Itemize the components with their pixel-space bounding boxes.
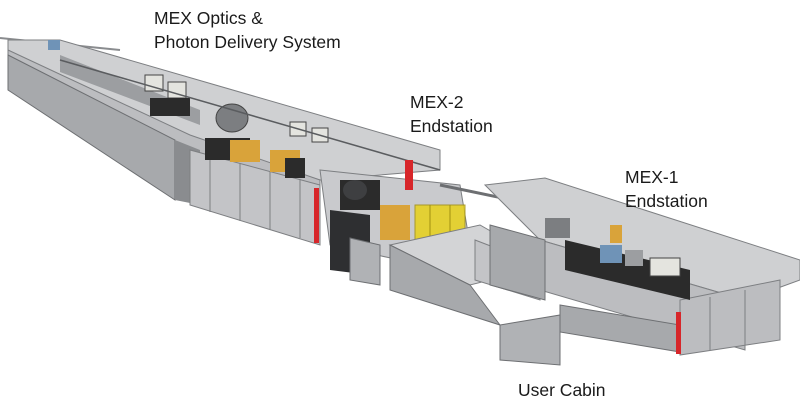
- label-mex2-line2: Endstation: [410, 116, 493, 136]
- label-optics-line2: Photon Delivery System: [154, 32, 341, 52]
- label-mex2-line1: MEX-2: [410, 92, 464, 112]
- label-optics-line1: MEX Optics &: [154, 8, 263, 28]
- label-mex1-line2: Endstation: [625, 191, 708, 211]
- label-mex2-endstation: MEX-2 Endstation: [410, 90, 493, 138]
- label-cabin-line1: User Cabin: [518, 380, 606, 400]
- label-mex1-line1: MEX-1: [625, 167, 679, 187]
- optics-equipment: [48, 40, 441, 178]
- label-mex1-endstation: MEX-1 Endstation: [625, 165, 708, 213]
- label-user-cabin: User Cabin: [518, 378, 606, 402]
- mex1-endstation: [483, 177, 800, 356]
- label-optics-photon-delivery: MEX Optics & Photon Delivery System: [154, 6, 341, 54]
- red-marker: [314, 188, 319, 243]
